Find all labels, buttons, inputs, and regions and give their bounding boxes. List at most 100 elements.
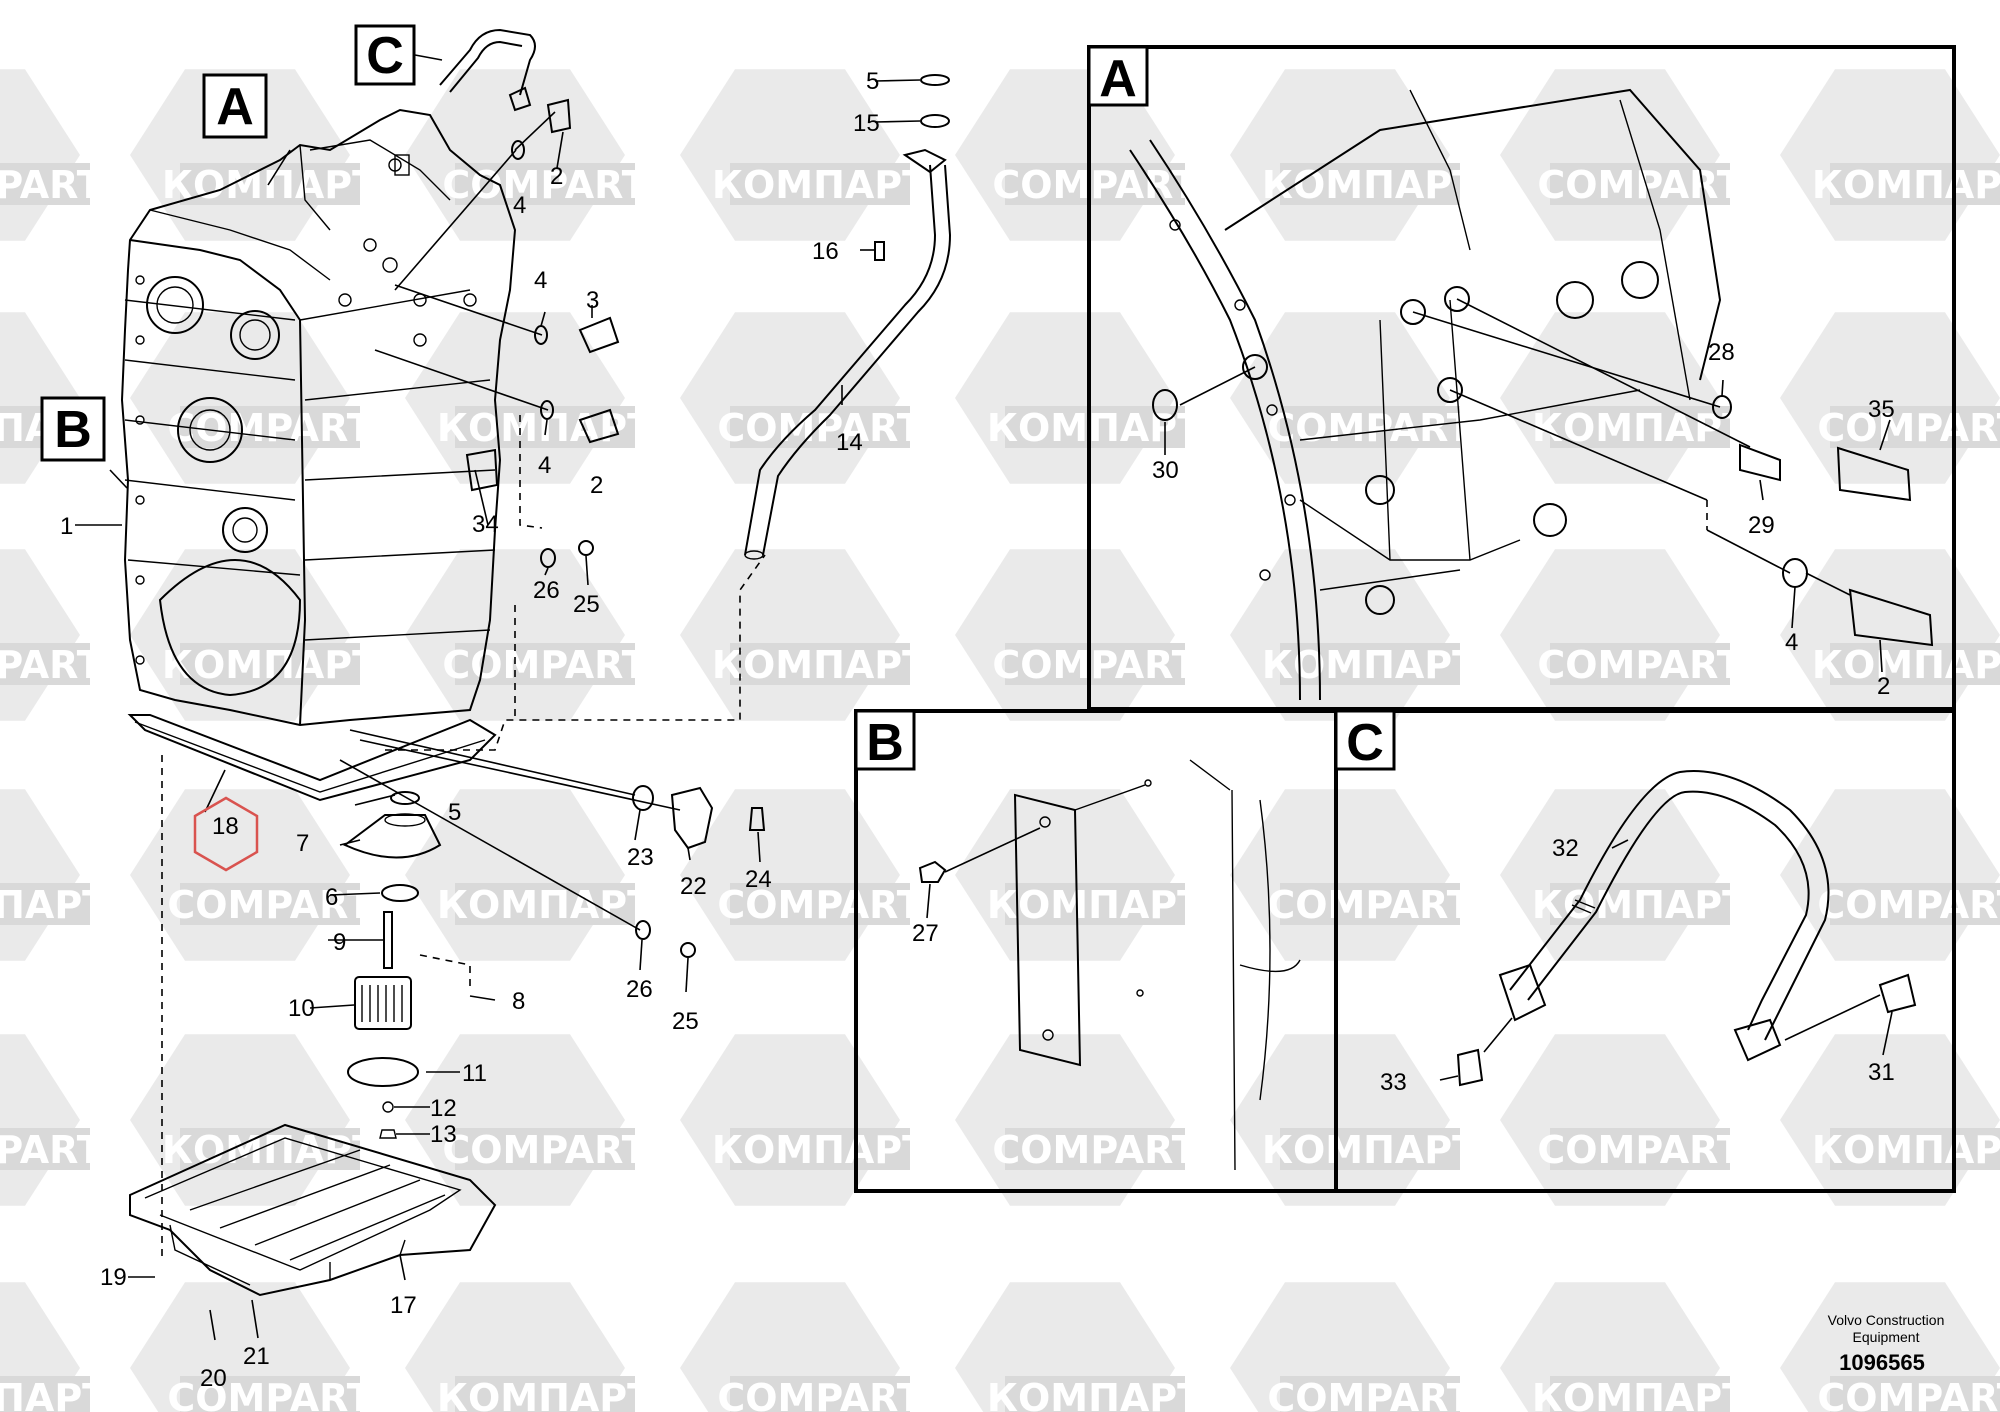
watermark-banner — [1550, 406, 1730, 448]
watermark-banner — [1830, 1128, 2000, 1170]
callout-8: 8 — [512, 988, 525, 1015]
callout-26: 26 — [626, 976, 653, 1003]
watermark-text: COMPART — [1817, 883, 2000, 927]
dipstick-tube — [744, 74, 952, 560]
watermark-banner — [730, 1128, 910, 1170]
section-a-marker-label: A — [216, 78, 254, 136]
watermark-text: КОМПАРТ — [712, 163, 928, 207]
callout-32: 32 — [1552, 835, 1579, 862]
callout-5: 5 — [448, 799, 461, 826]
callout-15: 15 — [853, 110, 880, 137]
watermark-banner — [1830, 163, 2000, 205]
watermark-banner — [1550, 643, 1730, 685]
watermark-banner — [180, 406, 360, 448]
watermark-emblem — [130, 549, 350, 721]
highlight-hexagon — [193, 796, 259, 872]
callout-10: 10 — [288, 995, 315, 1022]
watermark-banner — [1550, 1128, 1730, 1170]
watermark-text: КОМПАРТ — [1532, 1376, 1748, 1412]
watermark-emblem — [1230, 1034, 1450, 1206]
callout-17: 17 — [390, 1292, 417, 1319]
watermark-text: КОМПАРТ — [1532, 406, 1748, 450]
watermark-text: COMPART — [1537, 1128, 1742, 1172]
detail-panel-c: C — [1334, 709, 1956, 1193]
watermark-emblem — [1230, 549, 1450, 721]
callout-13: 13 — [430, 1121, 457, 1148]
watermark-text: КОМПАРТ — [712, 643, 928, 687]
watermark-banner — [1830, 643, 2000, 685]
watermark-banner — [1280, 1128, 1460, 1170]
watermark-emblem — [955, 549, 1175, 721]
watermark-text: COMPART — [1267, 406, 1472, 450]
watermark-emblem — [1500, 549, 1720, 721]
section-b-marker-label: B — [54, 401, 92, 459]
watermark-emblem — [1500, 789, 1720, 961]
callout-7: 7 — [296, 830, 309, 857]
callout-2: 2 — [590, 472, 603, 499]
section-marker-b: B — [40, 396, 106, 462]
watermark-banner — [1830, 1376, 2000, 1412]
watermark-emblem — [1500, 1034, 1720, 1206]
watermark-banner — [455, 406, 635, 448]
watermark-banner — [455, 1376, 635, 1412]
watermark-text: COMPART — [1267, 883, 1472, 927]
callout-18: 18 — [212, 813, 239, 840]
watermark-emblem — [1780, 69, 2000, 241]
gasket — [127, 714, 497, 802]
callout-5: 5 — [866, 68, 879, 95]
watermark-text: КОМПАРТ — [1812, 1128, 2000, 1172]
watermark-text: COMPART — [0, 643, 103, 687]
callout-30: 30 — [1152, 457, 1179, 484]
section-c-marker-label: C — [366, 27, 404, 85]
side-cover-hardware — [465, 448, 766, 958]
manufacturer-line-2: Equipment — [1853, 1329, 1920, 1345]
callout-27: 27 — [912, 920, 939, 947]
watermark-banner — [1005, 1128, 1185, 1170]
callout-9: 9 — [333, 929, 346, 956]
callout-34: 34 — [472, 511, 499, 538]
watermark-emblem — [680, 1034, 900, 1206]
watermark-text: COMPART — [1537, 163, 1742, 207]
document-number: 1096565 — [1839, 1350, 1925, 1375]
watermark-text: КОМПАРТ — [987, 1376, 1203, 1412]
watermark-emblem — [955, 789, 1175, 961]
watermark-banner — [180, 1376, 360, 1412]
watermark-banner — [1280, 1376, 1460, 1412]
callout-11: 11 — [462, 1060, 487, 1087]
watermark-banner — [0, 1128, 90, 1170]
watermark-text: КОМПАРТ — [0, 1376, 108, 1412]
watermark-text: COMPART — [442, 643, 647, 687]
callout-14: 14 — [836, 429, 863, 456]
watermark-text: КОМПАРТ — [1262, 643, 1478, 687]
watermark-banner — [455, 1128, 635, 1170]
watermark-banner — [0, 1376, 90, 1412]
watermark-text: КОМПАРТ — [1812, 643, 2000, 687]
watermark-banner — [1830, 406, 2000, 448]
leader-lines — [75, 54, 921, 1341]
watermark-banner — [730, 406, 910, 448]
watermark-emblem — [955, 1034, 1175, 1206]
watermark-text: COMPART — [717, 1376, 922, 1412]
watermark-text: COMPART — [1267, 1376, 1472, 1412]
section-marker-a: A — [202, 73, 268, 139]
callout-4: 4 — [534, 267, 547, 294]
watermark-banner — [455, 163, 635, 205]
watermark-banner — [730, 883, 910, 925]
callout-2: 2 — [550, 163, 563, 190]
callout-4: 4 — [538, 452, 551, 479]
callout-20: 20 — [200, 1365, 227, 1392]
watermark-layer: COMPART КОМПАРТ COMPART КОМПАРТ COMPART КОМПА… — [0, 69, 2000, 1412]
watermark-emblem — [680, 69, 900, 241]
oil-sump-pan — [129, 1123, 497, 1297]
watermark-banner — [1280, 883, 1460, 925]
watermark-text: КОМПАРТ — [987, 406, 1203, 450]
manufacturer-line-1: Volvo Construction — [1828, 1312, 1945, 1328]
watermark-text: COMPART — [1817, 406, 2000, 450]
watermark-emblem — [0, 549, 80, 721]
callout-12: 12 — [430, 1095, 457, 1122]
watermark-text: COMPART — [167, 406, 372, 450]
callout-21: 21 — [243, 1343, 270, 1370]
panel-a-title: A — [1099, 50, 1137, 108]
watermark-emblem — [1230, 312, 1450, 484]
